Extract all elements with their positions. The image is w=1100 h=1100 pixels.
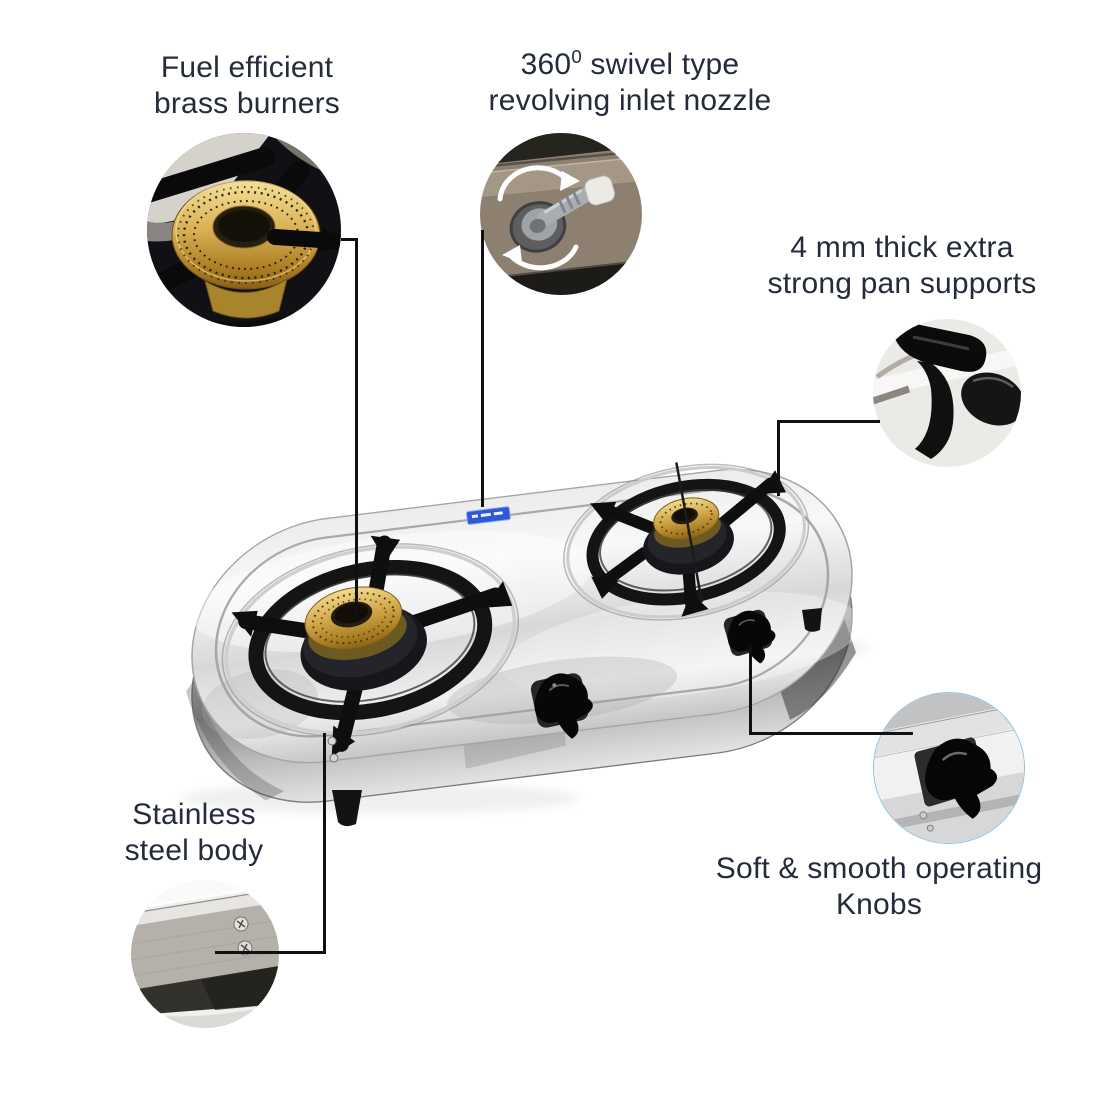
rotation-arrow-icon bbox=[502, 245, 522, 263]
feature-label-line: strong pan supports bbox=[767, 267, 1037, 300]
control-knob-left bbox=[528, 667, 599, 746]
inset-photo-pan-support bbox=[873, 319, 1021, 467]
feature-label-swivel-nozzle: 3600 swivel type revolving inlet nozzle bbox=[445, 47, 815, 119]
inlet-nozzle bbox=[509, 175, 615, 253]
feature-label-line: Fuel efficient bbox=[160, 51, 334, 84]
leader-line-steel-body bbox=[215, 951, 326, 954]
feature-label-steel-body: Stainless steel body bbox=[94, 797, 294, 869]
body-screws bbox=[327, 736, 339, 763]
inset-photo-knob bbox=[873, 692, 1025, 844]
feature-label-line: Soft & smooth operating bbox=[715, 852, 1043, 885]
control-knob bbox=[925, 738, 998, 819]
stove-foot bbox=[802, 608, 822, 632]
feature-label-line: Stainless bbox=[132, 798, 256, 831]
leader-line-steel-body bbox=[323, 733, 326, 954]
feature-label-line: revolving inlet nozzle bbox=[488, 84, 772, 117]
stove-foot bbox=[332, 790, 362, 827]
brand-label bbox=[466, 506, 511, 525]
feature-label-brass-burners: Fuel efficient brass burners bbox=[95, 50, 399, 122]
left-burner bbox=[221, 535, 520, 757]
leader-line-swivel-nozzle bbox=[481, 230, 484, 507]
inset-photo-swivel-nozzle bbox=[480, 133, 642, 295]
brass-burner-cap bbox=[304, 586, 403, 650]
burner-ring bbox=[586, 478, 786, 606]
feature-label-line: Knobs bbox=[835, 888, 923, 921]
inset-photo-brass-burner bbox=[147, 133, 341, 327]
feature-label-pan-supports: 4 mm thick extra strong pan supports bbox=[740, 230, 1064, 302]
leader-line-brass-burners bbox=[341, 238, 358, 241]
feature-label-line: brass burners bbox=[153, 87, 340, 120]
control-knob-right bbox=[721, 604, 782, 671]
leader-line-brass-burners bbox=[355, 238, 358, 620]
feature-label-line: 4 mm thick extra bbox=[790, 231, 1014, 264]
feature-label-line: 3600 swivel type bbox=[520, 46, 740, 81]
degree-superscript: 0 bbox=[571, 46, 582, 67]
igniter-pin bbox=[675, 462, 704, 603]
right-burner bbox=[563, 462, 810, 621]
rotation-arrow-icon bbox=[497, 165, 579, 271]
feature-label-knobs: Soft & smooth operating Knobs bbox=[690, 851, 1068, 923]
feature-label-line: steel body bbox=[124, 834, 264, 867]
rotation-arrow-icon bbox=[560, 171, 580, 191]
leader-line-pan-supports bbox=[777, 420, 780, 496]
leader-line-knobs bbox=[749, 645, 752, 735]
pan-support-arm bbox=[893, 321, 987, 459]
leader-line-knobs bbox=[749, 732, 913, 735]
leader-line-pan-supports bbox=[779, 420, 880, 423]
inset-photo-steel-body bbox=[131, 880, 279, 1028]
